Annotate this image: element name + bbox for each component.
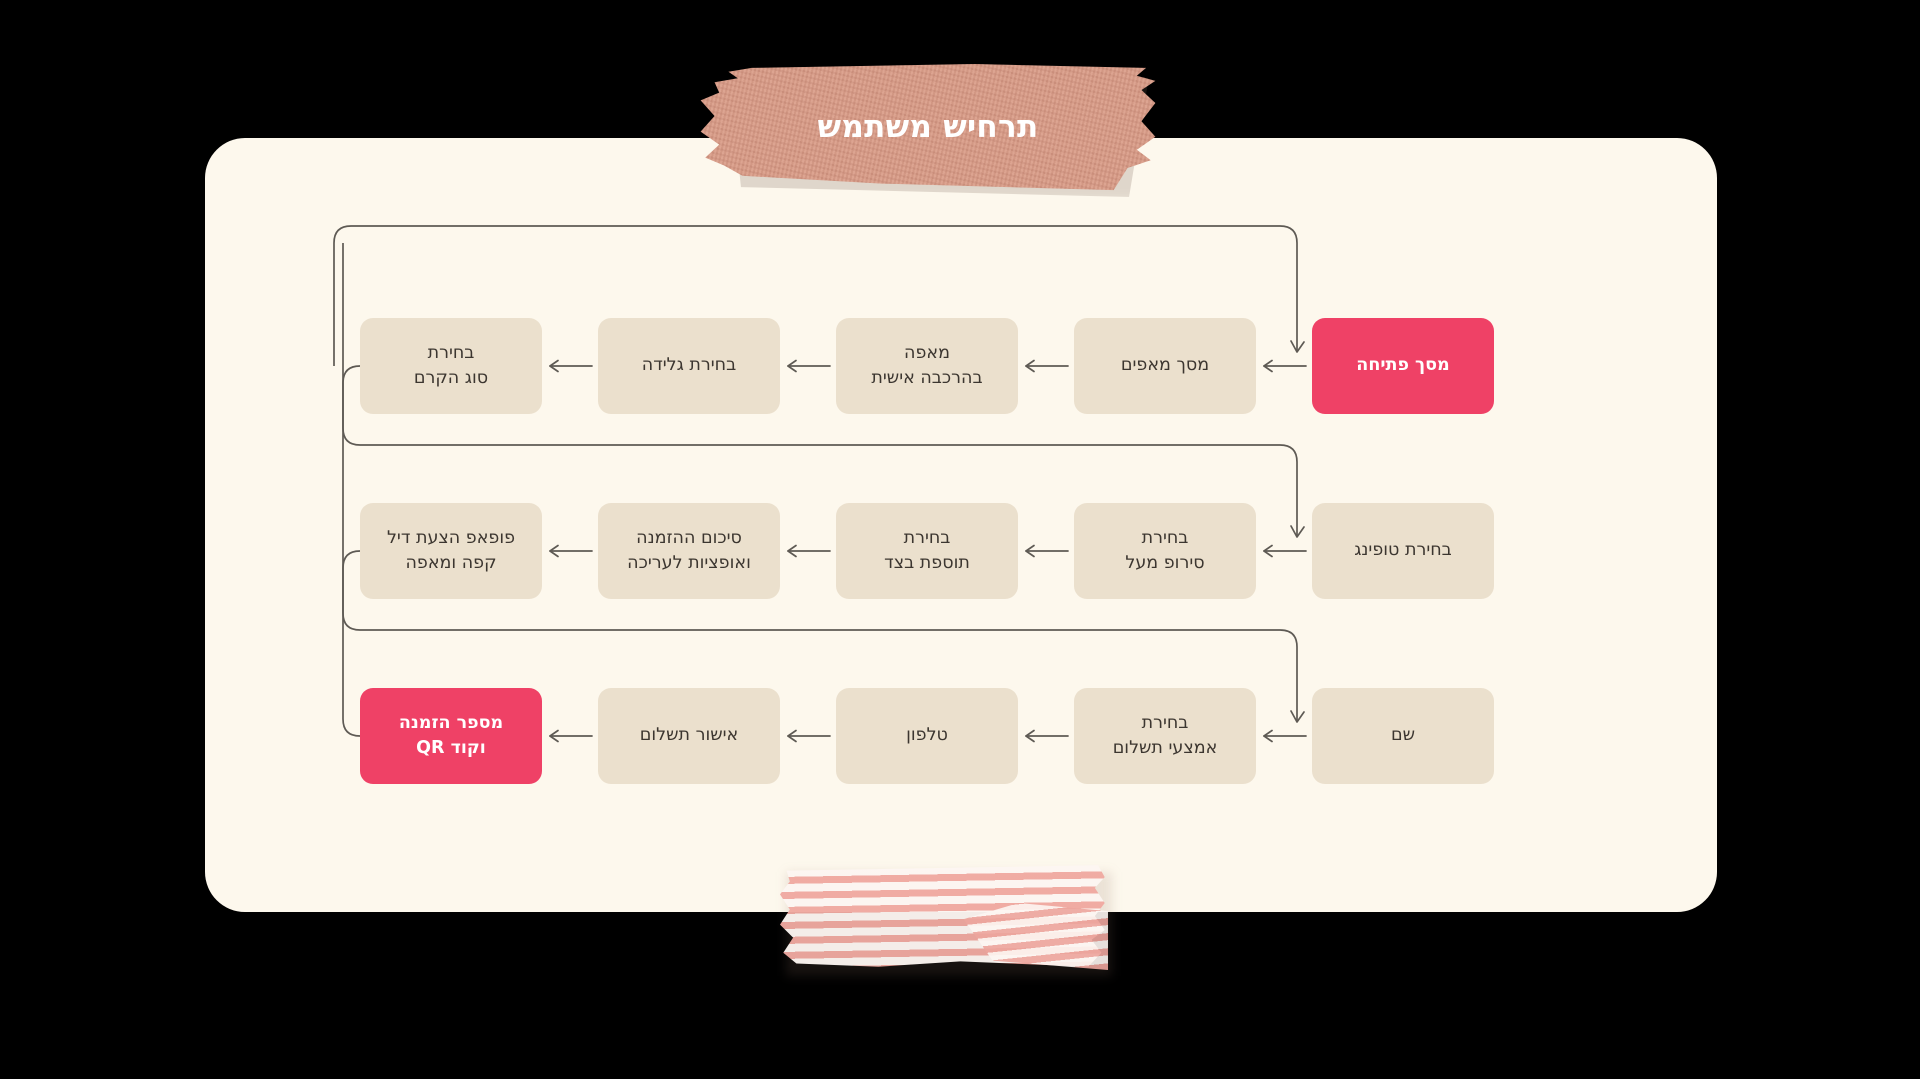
- connector-gap: [1018, 688, 1074, 784]
- connector-gap: [780, 503, 836, 599]
- connector-gap: [1256, 688, 1312, 784]
- arrow-left-icon: [547, 544, 593, 558]
- connector-gap: [780, 688, 836, 784]
- connector-gap: [1018, 503, 1074, 599]
- flow-node-pastries-screen[interactable]: מסך מאפים: [1074, 318, 1256, 414]
- washi-tape-striped: [780, 862, 1112, 976]
- arrow-left-icon: [1261, 729, 1307, 743]
- connector-gap: [542, 318, 598, 414]
- connector-gap: [1018, 318, 1074, 414]
- arrow-left-icon: [785, 359, 831, 373]
- washi-tape-title: תרחיש משתמש: [696, 64, 1160, 198]
- tape-surface: [700, 64, 1156, 191]
- connector-gap: [1256, 503, 1312, 599]
- connector-gap: [542, 688, 598, 784]
- connector-gap: [542, 503, 598, 599]
- arrow-left-icon: [1261, 359, 1307, 373]
- wire-row2-exit: [342, 243, 361, 737]
- arrow-left-icon: [1261, 544, 1307, 558]
- page-title: תרחיש משתמש: [817, 109, 1039, 145]
- connector-gap: [780, 318, 836, 414]
- flow-node-ice-cream-choice[interactable]: בחירת גלידה: [598, 318, 780, 414]
- arrow-left-icon: [785, 544, 831, 558]
- flow-node-name-input[interactable]: שם: [1312, 688, 1494, 784]
- flow-node-phone-input[interactable]: טלפון: [836, 688, 1018, 784]
- flow-node-topping-choice[interactable]: בחירת טופינג: [1312, 503, 1494, 599]
- arrow-left-icon: [1023, 359, 1069, 373]
- flow-node-payment-confirmation[interactable]: אישור תשלום: [598, 688, 780, 784]
- arrow-left-icon: [547, 729, 593, 743]
- arrow-left-icon: [547, 359, 593, 373]
- arrow-left-icon: [1023, 729, 1069, 743]
- arrow-left-icon: [785, 729, 831, 743]
- arrow-left-icon: [1023, 544, 1069, 558]
- connector-gap: [1256, 318, 1312, 414]
- flow-node-opening-screen[interactable]: מסך פתיחה: [1312, 318, 1494, 414]
